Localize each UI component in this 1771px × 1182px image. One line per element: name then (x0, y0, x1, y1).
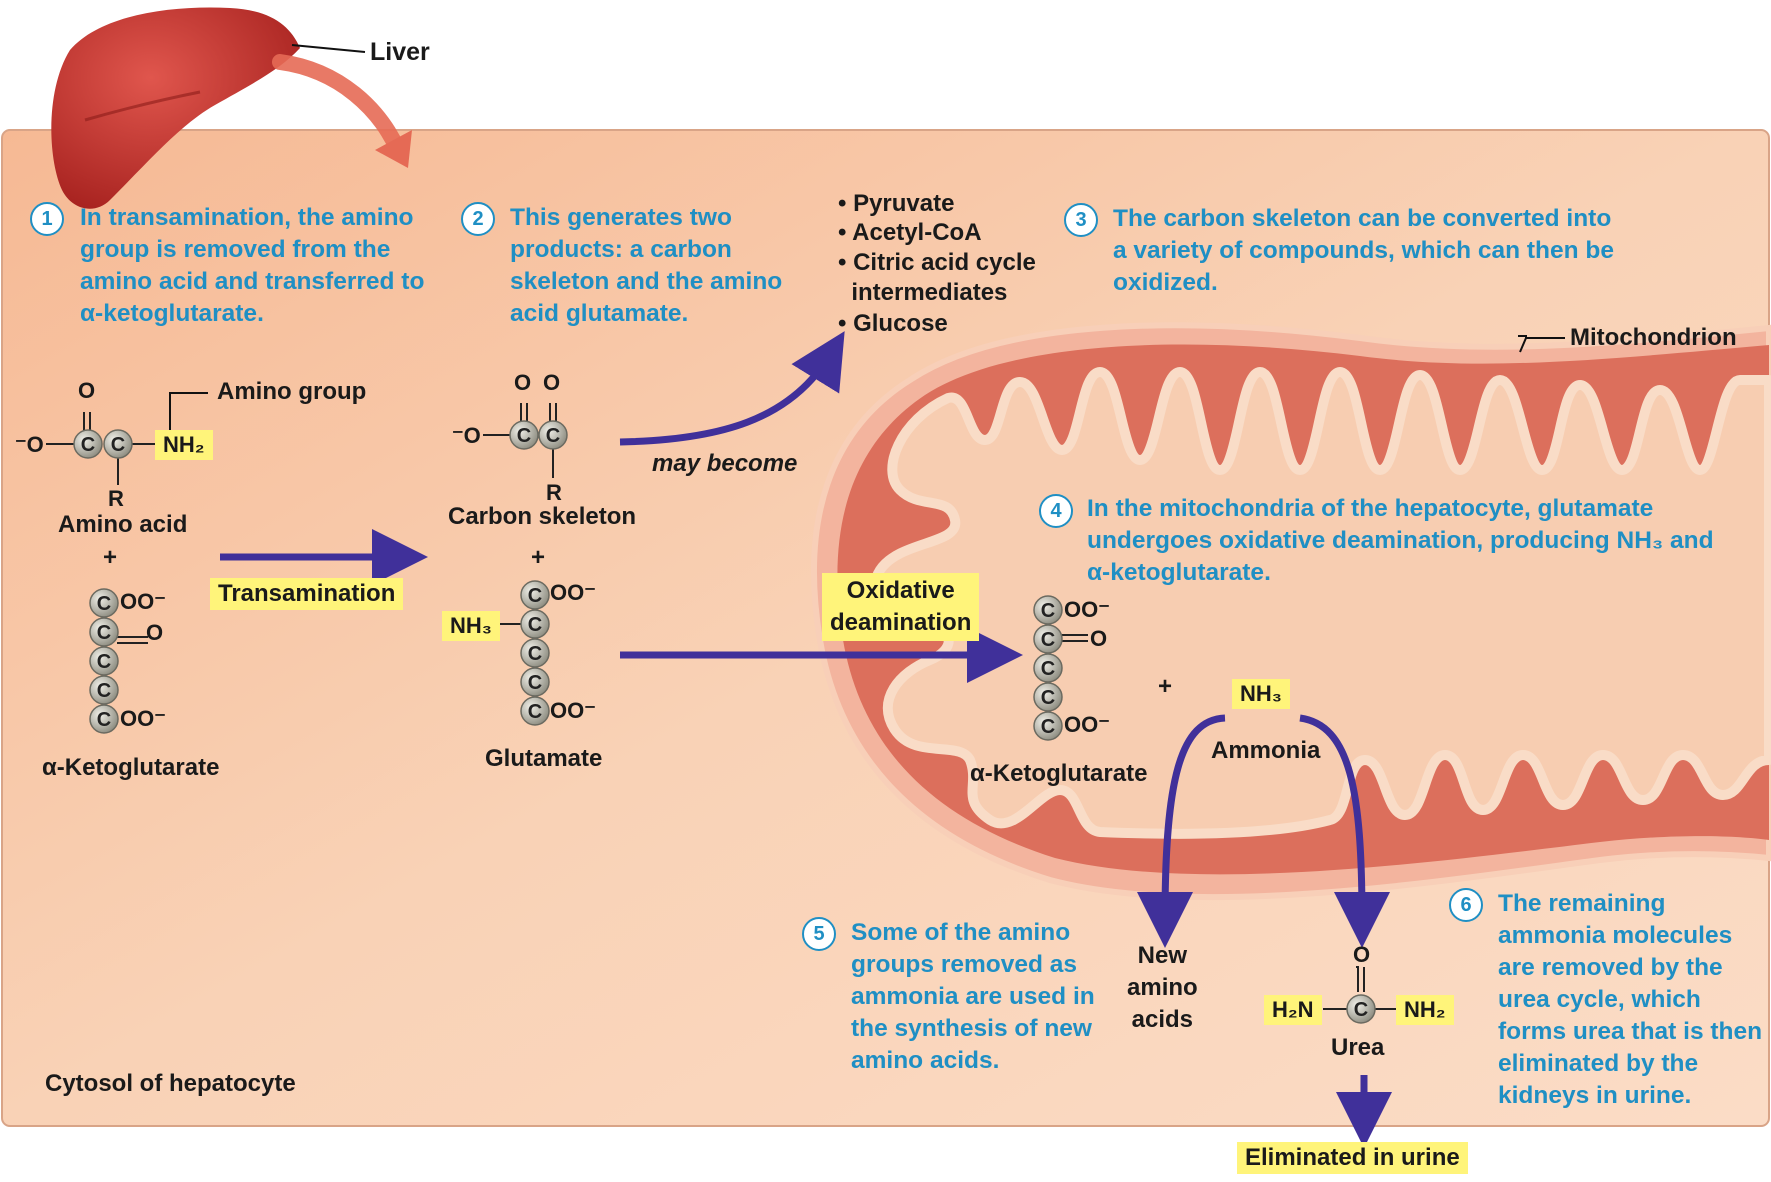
glutamate-nh3: NH₃ (442, 611, 500, 641)
r-group: R (108, 486, 124, 512)
carbon-atom-label: C (1041, 629, 1055, 651)
carboxylate-group: OO⁻ (550, 698, 596, 724)
carbon-atom-label: C (1041, 600, 1055, 622)
carbon-atom-label: C (97, 680, 111, 702)
step-1-text: In transamination, the amino group is re… (80, 202, 450, 330)
transamination-label: Transamination (210, 578, 403, 610)
product-item: • Acetyl-CoA (838, 219, 982, 247)
carbon-atom-label: C (1354, 999, 1368, 1021)
glutamate-carbon: C (521, 610, 549, 638)
amino-group-nh2: NH₂ (155, 430, 213, 460)
carbon-atom-label: C (97, 622, 111, 644)
product-item: • Pyruvate (838, 190, 954, 218)
akg-right-carbon: C (1034, 625, 1062, 653)
carbon-atom-label: C (81, 434, 95, 456)
glutamate-carbon: C (521, 639, 549, 667)
carbon-atom-label: C (528, 672, 542, 694)
carbon-atom-label: C (1041, 716, 1055, 738)
step-6-number: 6 (1449, 888, 1483, 922)
carbon-atom-label: C (528, 701, 542, 723)
carbonyl-oxygen: O (78, 378, 95, 404)
product-item: • Glucose (838, 310, 948, 338)
ammonia-nh3: NH₃ (1232, 679, 1290, 709)
liver-label-line (292, 45, 365, 52)
step-1-number: 1 (30, 202, 64, 236)
akg-left-carbon: C (90, 705, 118, 733)
carboxylate-group: OO⁻ (120, 706, 166, 732)
new-amino-acids-label: New amino acids (1127, 940, 1198, 1036)
carboxylate-group: OO⁻ (1064, 597, 1110, 623)
step-3-text: The carbon skeleton can be converted int… (1113, 203, 1623, 299)
may-become-label: may become (652, 450, 797, 478)
mitochondrion-label: Mitochondrion (1570, 324, 1737, 352)
carboxylate-oxygen: ⁻O (15, 432, 44, 458)
carbon-atom-label: C (97, 651, 111, 673)
plus-sign: + (531, 544, 545, 572)
akg-left-carbon: C (90, 676, 118, 704)
plus-sign: + (1158, 673, 1172, 701)
urea-label: Urea (1331, 1034, 1384, 1062)
step-2-text: This generates two products: a carbon sk… (510, 202, 810, 330)
urea-nh2: NH₂ (1396, 995, 1454, 1025)
akg-left-carbon: C (90, 618, 118, 646)
carbon-atom-label: C (528, 585, 542, 607)
carboxylate-group: OO⁻ (550, 580, 596, 606)
eliminated-in-urine-label: Eliminated in urine (1237, 1142, 1468, 1174)
carbon-atom-label: C (528, 643, 542, 665)
step-5-number: 5 (802, 917, 836, 951)
urea-carbon: C (1347, 995, 1375, 1023)
urea-h2n: H₂N (1264, 995, 1322, 1025)
glutamate-carbon: C (521, 581, 549, 609)
amino-group-label: Amino group (217, 378, 366, 406)
akg-right-label: α-Ketoglutarate (970, 760, 1147, 788)
akg-left-carbon: C (90, 589, 118, 617)
carbon-atom-label: C (1041, 687, 1055, 709)
step-4-number: 4 (1039, 494, 1073, 528)
carbon-atom-label: C (528, 614, 542, 636)
akg-left-carbon: C (90, 647, 118, 675)
product-item: intermediates (838, 279, 1007, 307)
akg-right-carbon: C (1034, 654, 1062, 682)
plus-sign: + (103, 544, 117, 572)
step-6-text: The remaining ammonia molecules are remo… (1498, 888, 1763, 1112)
carbon-skeleton-label: Carbon skeleton (448, 503, 636, 531)
amino-acid-label: Amino acid (58, 511, 187, 539)
carbon-atom-label: C (546, 425, 560, 447)
oxidative-deamination-label: Oxidative deamination (822, 573, 979, 641)
step-4-text: In the mitochondria of the hepatocyte, g… (1087, 493, 1737, 589)
cytosol-label: Cytosol of hepatocyte (45, 1070, 296, 1098)
carbon-skeleton-carbon: C (510, 421, 538, 449)
akg-left-label: α-Ketoglutarate (42, 754, 219, 782)
carboxylate-group: OO⁻ (120, 589, 166, 615)
carbon-atom-label: C (97, 709, 111, 731)
keto-oxygen: O (1090, 626, 1107, 652)
akg-right-carbon: C (1034, 712, 1062, 740)
akg-right-carbon: C (1034, 596, 1062, 624)
liver-label: Liver (370, 38, 430, 67)
step-5-text: Some of the amino groups removed as ammo… (851, 917, 1116, 1077)
carbon-atom-label: C (111, 434, 125, 456)
keto-oxygen: O (146, 620, 163, 646)
step-3-number: 3 (1064, 203, 1098, 237)
carbonyl-oxygen: O (543, 370, 560, 396)
step-2-number: 2 (461, 202, 495, 236)
carboxylate-oxygen: ⁻O (452, 423, 481, 449)
glutamate-label: Glutamate (485, 745, 602, 773)
carbon-atom-label: C (97, 593, 111, 615)
glutamate-carbon: C (521, 697, 549, 725)
carbon-skeleton-carbon: C (539, 421, 567, 449)
urea-oxygen: O (1353, 942, 1370, 968)
carboxylate-group: OO⁻ (1064, 712, 1110, 738)
carbon-atom-label: C (517, 425, 531, 447)
amino-acid-carbon: C (74, 430, 102, 458)
carbon-atom-label: C (1041, 658, 1055, 680)
carbonyl-oxygen: O (514, 370, 531, 396)
product-item: • Citric acid cycle (838, 249, 1036, 277)
akg-right-carbon: C (1034, 683, 1062, 711)
ammonia-label: Ammonia (1211, 737, 1320, 765)
glutamate-carbon: C (521, 668, 549, 696)
amino-acid-carbon: C (104, 430, 132, 458)
